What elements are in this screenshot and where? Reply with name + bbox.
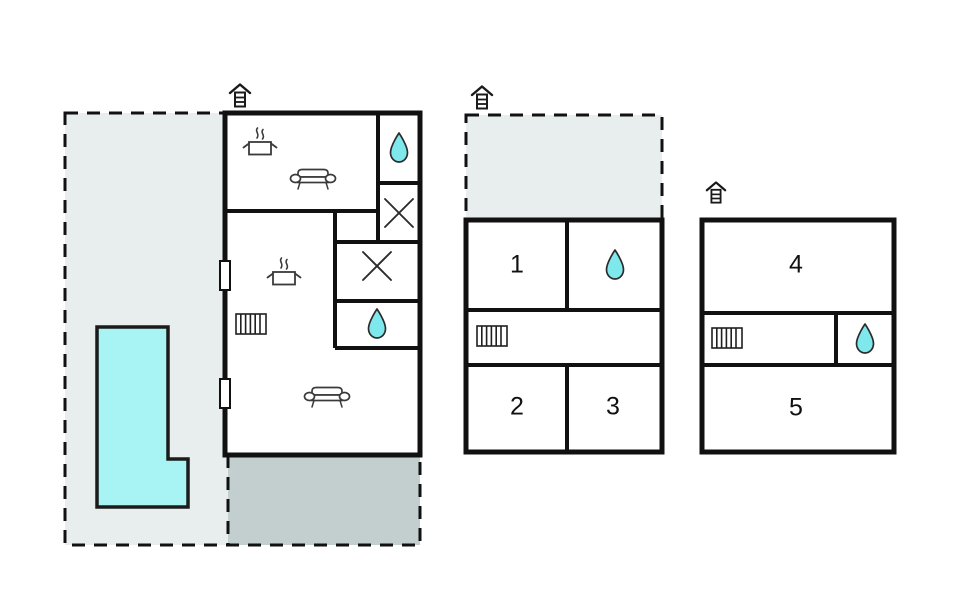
house-entrance-icon — [228, 83, 252, 108]
house-entrance-icon — [705, 181, 727, 204]
building-3-group: 4 5 — [699, 181, 897, 455]
building-1-outline — [222, 110, 423, 458]
room-label-3: 3 — [606, 393, 620, 421]
swimming-pool — [95, 325, 190, 509]
door-left-upper[interactable] — [219, 260, 231, 291]
stairs-icon — [235, 313, 267, 335]
building-2-outline — [463, 217, 665, 455]
building-1-group — [63, 83, 423, 547]
room-label-5: 5 — [789, 394, 803, 422]
building-2-garden-plot — [464, 113, 664, 222]
stairs-icon — [476, 325, 508, 347]
room-label-2: 2 — [510, 393, 524, 421]
stairs-icon — [711, 327, 743, 349]
room-label-1: 1 — [510, 251, 524, 279]
building-2-group: 1 2 3 — [463, 85, 665, 455]
room-label-4: 4 — [789, 251, 803, 279]
door-left-lower[interactable] — [219, 378, 231, 409]
building-1-terrace-outline — [226, 455, 422, 547]
building-1-terrace — [228, 455, 420, 545]
house-entrance-icon — [470, 85, 494, 110]
